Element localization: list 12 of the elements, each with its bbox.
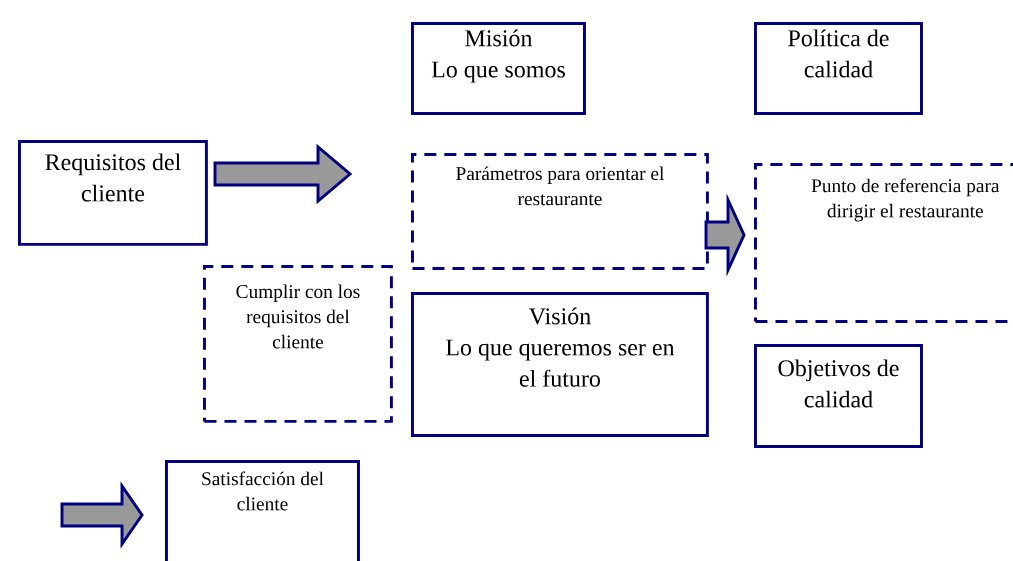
process-box: Objetivos de calidad: [754, 344, 923, 448]
dashed-box: Punto de referencia para dirigir el restaurante: [754, 163, 1013, 323]
block-arrow: [704, 193, 746, 277]
block-arrow: [60, 481, 144, 549]
dashed-box: Parámetros para orientar el restaurante: [411, 153, 709, 270]
process-box: Misión Lo que somos: [411, 22, 586, 115]
process-box: Satisfacción del cliente: [165, 460, 360, 561]
block-arrow: [213, 143, 353, 205]
process-box: Política de calidad: [754, 22, 923, 115]
process-box: Requisitos del cliente: [18, 140, 208, 246]
process-box: Visión Lo que queremos ser en el futuro: [411, 292, 709, 437]
dashed-box: Cumplir con los requisitos del cliente: [203, 265, 393, 423]
